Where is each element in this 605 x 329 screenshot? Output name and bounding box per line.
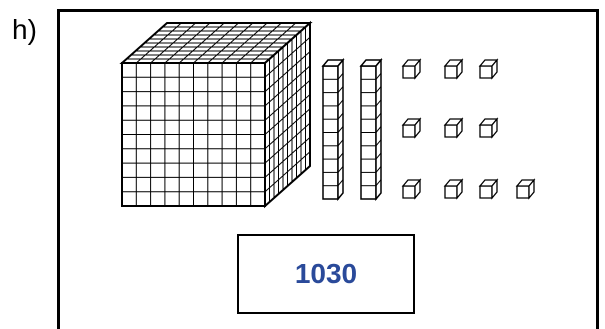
unit-cube [480, 119, 497, 137]
unit-cube [480, 60, 497, 78]
answer-value: 1030 [295, 258, 357, 290]
ten-rod [323, 60, 343, 199]
unit-cubes [403, 60, 534, 198]
unit-cube [480, 180, 497, 198]
unit-cube [517, 180, 534, 198]
unit-cube [403, 60, 420, 78]
thousand-cube [122, 23, 310, 206]
unit-cube [445, 60, 462, 78]
unit-cube [445, 119, 462, 137]
ten-rod [361, 60, 381, 199]
unit-cube [403, 180, 420, 198]
unit-cube [403, 119, 420, 137]
answer-box: 1030 [237, 234, 415, 314]
ten-rods [323, 60, 381, 199]
unit-cube [445, 180, 462, 198]
